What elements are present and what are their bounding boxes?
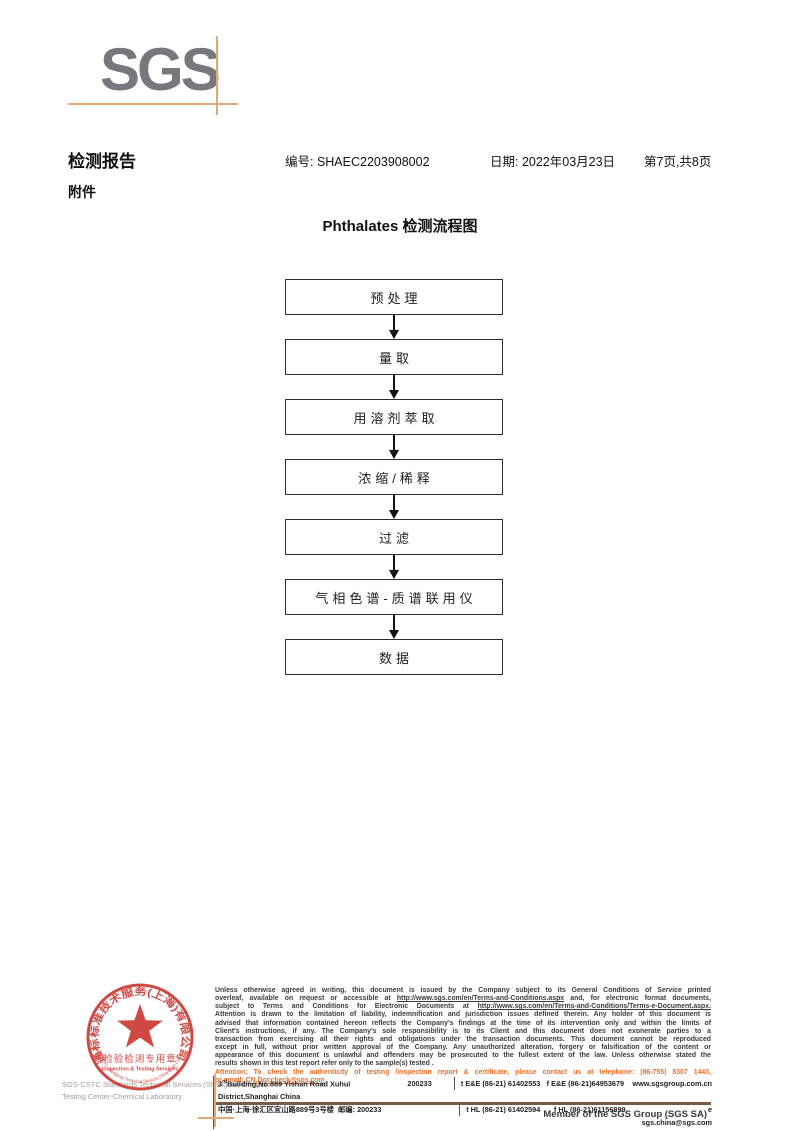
page-indicator: 第7页,共8页 (644, 155, 712, 169)
fax-cn: f HL (86-21)61156899 (553, 1105, 626, 1115)
company-lab-name: Testing Center-Chemical Laboratory (62, 1092, 183, 1101)
email-address: e sgs.china@sgs.com (641, 1105, 712, 1128)
disclaimer-line: except in full, without prior written ap… (215, 1044, 711, 1052)
flowchart: 预处理 量取 用溶剂萃取 浓缩/稀释 过滤 气相色谱-质谱联用仪 数据 (285, 279, 503, 675)
flow-step-solvent-extraction: 用溶剂萃取 (285, 399, 503, 435)
fax-en: f E&E (86-21)64953679 (546, 1079, 625, 1089)
disclaimer-line: Client's instructions, if any. The Compa… (215, 1027, 711, 1035)
address-en: 3rdBuilding,No.889 Yishan Road Xuhui Dis… (218, 1079, 351, 1102)
arrow-down-icon (285, 495, 503, 519)
stamp-english-text: Inspection & Testing Services (102, 1067, 178, 1073)
attention-line: or email: CN.Doccheck@sgs.com (215, 1076, 325, 1084)
address-block: 3rdBuilding,No.889 Yishan Road Xuhui Dis… (213, 1076, 712, 1130)
disclaimer-line: results shown in this test report refer … (215, 1060, 434, 1068)
flowchart-title: Phthalates 检测流程图 (322, 218, 478, 235)
inspection-stamp-icon: 通标标准技术服务(上海)有限公司 SGS-CSTC Standards Tech… (86, 983, 194, 1091)
disclaimer-line: appearance of this document is unlawful … (215, 1052, 711, 1060)
report-title: 检测报告 (68, 152, 136, 171)
company-name-lines: SGS-CSTC Standards Technical Services (S… (62, 1079, 268, 1103)
disclaimer-line: Attention is drawn to the limitation of … (215, 1011, 711, 1019)
telephone-en: t E&E (86-21) 61402553 (453, 1077, 547, 1091)
flow-step-filter: 过滤 (285, 519, 503, 555)
flow-step-concentrate-dilute: 浓缩/稀释 (285, 459, 503, 495)
postcode-en: 200233 (407, 1079, 432, 1089)
flow-step-gcms: 气相色谱-质谱联用仪 (285, 579, 503, 615)
disclaimer-line: transaction from exercising all their ri… (215, 1035, 711, 1043)
disclaimer-line: advised that information contained hereo… (215, 1019, 711, 1027)
address-row-en: 3rdBuilding,No.889 Yishan Road Xuhui Dis… (213, 1076, 712, 1104)
disclaimer-line: overleaf, available on request or access… (215, 995, 711, 1003)
stamp-purpose-text: 检验检测专用章 (103, 1053, 177, 1065)
footer-crosshair-horizontal-line (198, 1117, 234, 1119)
report-date: 日期: 2022年03月23日 (490, 155, 616, 169)
logo-horizontal-line (68, 103, 238, 105)
address-cn: 中国·上海·徐汇区宜山路889号3号楼 邮编: 200233 (218, 1105, 382, 1115)
flow-step-measure: 量取 (285, 339, 503, 375)
company-name-en: SGS-CSTC Standards Technical Services (S… (62, 1080, 269, 1089)
report-number: 编号: SHAEC2203908002 (285, 155, 430, 169)
arrow-down-icon (285, 555, 503, 579)
arrow-down-icon (285, 435, 503, 459)
footer-crosshair-vertical-line (214, 1074, 216, 1127)
flow-step-data: 数据 (285, 639, 503, 675)
logo-vertical-line (216, 36, 218, 115)
star-icon (117, 1004, 163, 1048)
disclaimer-line: Unless otherwise agreed in writing, this… (215, 987, 711, 994)
sgs-member-text: Member of the SGS Group (SGS SA) (543, 1109, 707, 1120)
legal-disclaimer: Unless otherwise agreed in writing, this… (215, 987, 711, 1085)
flow-step-pretreatment: 预处理 (285, 279, 503, 315)
sgs-logo: SGS (100, 36, 221, 103)
arrow-down-icon (285, 375, 503, 399)
attachment-label: 附件 (68, 184, 96, 200)
attention-line: Attention: To check the authenticity of … (215, 1068, 711, 1076)
website-url: www.sgsgroup.com.cn (632, 1079, 712, 1089)
arrow-down-icon (285, 315, 503, 339)
telephone-cn: t HL (86-21) 61402594 (459, 1103, 554, 1117)
footer-rule (215, 1102, 711, 1105)
arrow-down-icon (285, 615, 503, 639)
address-row-cn: 中国·上海·徐汇区宜山路889号3号楼 邮编: 200233 t HL (86-… (213, 1103, 712, 1130)
disclaimer-line: subject to Terms and Conditions for Elec… (215, 1003, 711, 1011)
